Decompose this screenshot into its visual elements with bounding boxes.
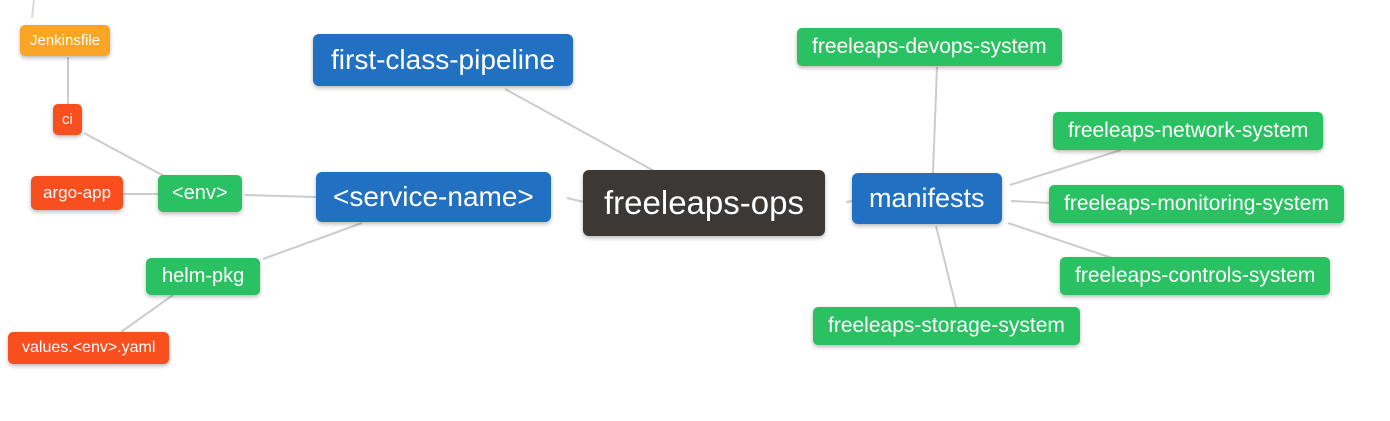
edge-manifests-storage	[935, 225, 957, 308]
edge-root-manifests	[845, 200, 854, 203]
edge-manifests-controls	[1007, 222, 1113, 259]
node-jenkinsfile[interactable]: Jenkinsfile	[20, 25, 111, 57]
edge-manifests-network	[1009, 149, 1122, 186]
edge-service-name-root	[566, 197, 585, 203]
edge-offscreen-jenkinsfile	[31, 0, 35, 19]
node-helm-pkg[interactable]: helm-pkg	[146, 258, 261, 295]
edge-pipeline-root	[504, 88, 657, 173]
edge-helm-pkg-values	[120, 294, 174, 333]
edge-env-service-name	[244, 194, 317, 198]
node-freeleaps-network-system[interactable]: freeleaps-network-system	[1053, 112, 1324, 151]
edge-helm-pkg-service-name	[262, 222, 363, 260]
node-freeleaps-monitoring-system[interactable]: freeleaps-monitoring-system	[1049, 185, 1344, 224]
edge-manifests-monitoring	[1010, 200, 1053, 204]
node-freeleaps-storage-system[interactable]: freeleaps-storage-system	[813, 307, 1080, 346]
edge-manifests-devops	[932, 66, 938, 174]
node-env[interactable]: <env>	[158, 175, 242, 212]
node-freeleaps-devops-system[interactable]: freeleaps-devops-system	[797, 28, 1062, 67]
node-argo-app[interactable]: argo-app	[31, 176, 124, 210]
node-freeleaps-ops[interactable]: freeleaps-ops	[583, 170, 825, 236]
node-manifests[interactable]: manifests	[852, 173, 1002, 225]
node-values-env-yaml[interactable]: values.<env>.yaml	[8, 332, 170, 365]
node-ci[interactable]: ci	[53, 104, 82, 136]
node-first-class-pipeline[interactable]: first-class-pipeline	[313, 34, 574, 87]
edge-ci-env	[83, 132, 165, 177]
node-service-name[interactable]: <service-name>	[316, 172, 551, 223]
node-freeleaps-controls-system[interactable]: freeleaps-controls-system	[1060, 257, 1331, 296]
